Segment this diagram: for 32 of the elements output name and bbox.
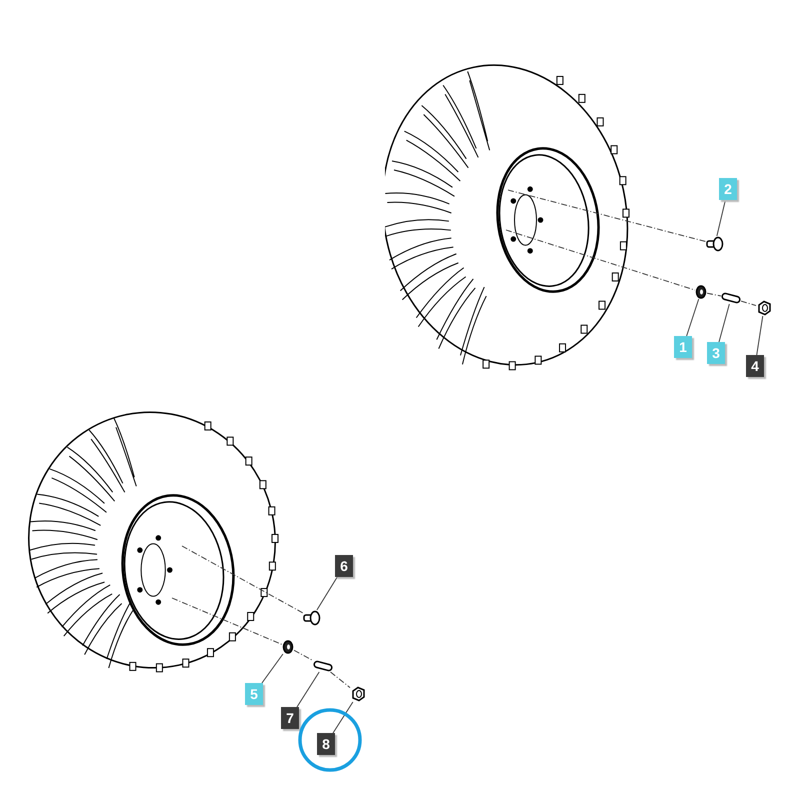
callout-number: 5 [245, 683, 263, 705]
callout-number: 8 [317, 733, 335, 755]
callout-number: 6 [335, 555, 353, 577]
leader-line [296, 672, 320, 708]
bolt-drawing [303, 610, 321, 626]
callout-number: 4 [746, 355, 764, 377]
callout-number: 2 [719, 178, 737, 200]
bolt-drawing [706, 236, 724, 252]
center-line [172, 598, 282, 645]
leader-line [756, 316, 764, 356]
stud-drawing [313, 660, 333, 672]
leader-line [262, 654, 284, 684]
leader-line [718, 304, 730, 342]
callout-number: 1 [674, 336, 692, 358]
center-line [294, 650, 314, 662]
center-line [506, 230, 696, 291]
center-line [182, 546, 304, 614]
leader-line [716, 200, 726, 236]
callout-number: 7 [281, 707, 299, 729]
leader-line [686, 298, 700, 336]
center-line [330, 672, 350, 688]
callout-number: 3 [707, 342, 725, 364]
stud-drawing [721, 292, 741, 304]
leader-line [332, 702, 354, 734]
center-line [740, 300, 756, 306]
nut-drawing [756, 300, 772, 316]
washer-drawing [695, 285, 707, 299]
leader-line [316, 576, 338, 610]
center-line [508, 190, 706, 242]
washer-drawing [282, 640, 294, 654]
center-line [706, 292, 722, 296]
nut-drawing [350, 686, 366, 702]
